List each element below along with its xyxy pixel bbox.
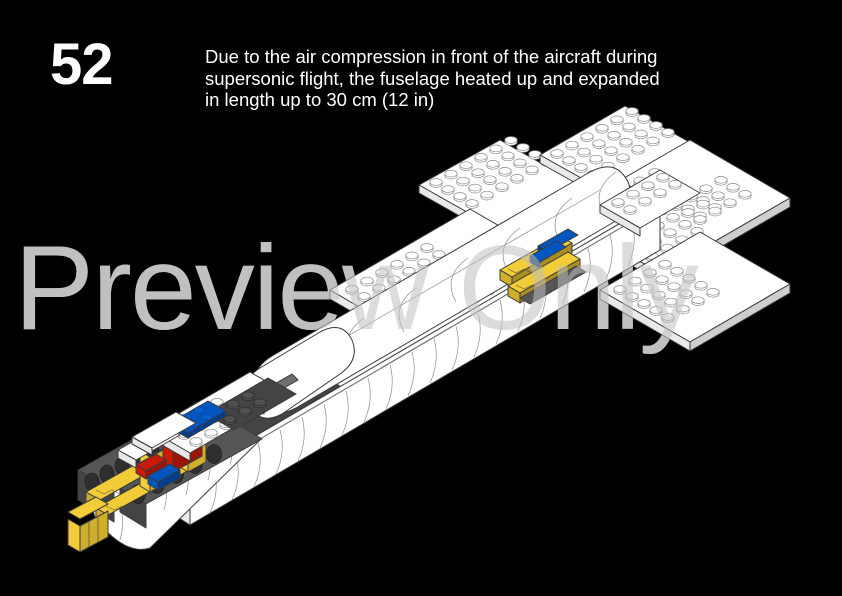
- nose-front-lip-plates: [117, 411, 197, 469]
- step-number: 52: [50, 32, 114, 97]
- mid-yellow-blue-detail: [499, 228, 587, 305]
- rear-wing-plate-far-right: [599, 231, 791, 352]
- nose-section: [67, 371, 297, 553]
- nose-blue-bricks: [147, 463, 181, 491]
- step-instruction-text: Due to the air compression in front of t…: [205, 46, 660, 110]
- tail-connector-plates: [599, 169, 701, 237]
- nose-tip-yellow-bricks: [67, 496, 109, 553]
